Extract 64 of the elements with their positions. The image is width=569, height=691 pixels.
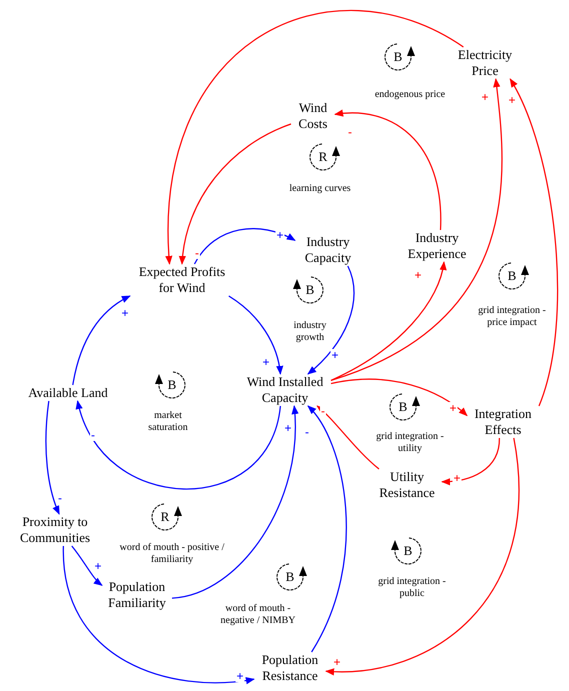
causal-link-arrow [72, 295, 131, 386]
causal-link-arrow [76, 400, 281, 490]
loop-type-letter: B [286, 570, 294, 584]
loop-name: grid integration - public [377, 576, 447, 600]
loop-name: grid integration - price impact [477, 305, 547, 329]
polarity-sign: + [262, 356, 270, 368]
loop-type-letter: B [398, 400, 408, 414]
causal-link-arrow [441, 438, 500, 486]
variable-label: Wind Costs [298, 100, 328, 131]
causal-link-arrow [325, 438, 520, 675]
causal-link-arrow [71, 546, 103, 586]
loop-type-letter: B [508, 269, 516, 283]
loop-name: industry growth [292, 320, 328, 344]
causal-link-arrow [172, 405, 298, 599]
variable-label: Industry Experience [408, 230, 466, 261]
loop-type-letter: B [404, 544, 412, 558]
variable-label: Population Resistance [262, 652, 318, 683]
variable-label: Proximity to Communities [20, 514, 90, 545]
polarity-sign: + [330, 349, 340, 361]
variable-label: Expected Profits for Wind [138, 264, 226, 295]
loop-type-letter: B [168, 378, 176, 392]
variable-label: Available Land [28, 385, 108, 400]
polarity-sign: + [452, 472, 462, 484]
causal-link-arrow [307, 266, 355, 375]
loop-type-letter: R [160, 510, 170, 524]
loop-name: endogenous price [374, 89, 446, 101]
loop-type-letter: R [318, 150, 328, 164]
causal-link-arrow [510, 78, 558, 406]
loop-type-letter: B [306, 283, 314, 297]
causal-link-arrow [166, 10, 464, 265]
variable-label: Utility Resistance [379, 469, 435, 500]
polarity-sign: + [508, 94, 516, 106]
loop-name: word of mouth - positive / familiarity [118, 542, 226, 566]
loop-name: grid integration - utility [375, 431, 445, 455]
loop-name: learning curves [288, 183, 352, 195]
polarity-sign: + [236, 670, 244, 682]
polarity-sign: + [414, 269, 422, 281]
polarity-sign: + [284, 422, 292, 434]
loop-type-letter: B [394, 50, 402, 64]
variable-label: Population Familiarity [108, 579, 166, 610]
causal-link-arrow [330, 78, 502, 381]
loop-name: market saturation [147, 410, 189, 434]
causal-link-arrow [330, 378, 468, 416]
polarity-sign: + [332, 656, 342, 668]
causal-link-arrow [62, 546, 255, 684]
polarity-sign: - [320, 405, 326, 417]
causal-link-arrow [45, 400, 60, 515]
loop-name: word of mouth - negative / NIMBY [220, 603, 296, 627]
polarity-sign: + [276, 229, 284, 241]
causal-link-arrow [194, 228, 296, 264]
variable-label: Wind Installed Capacity [246, 374, 324, 405]
causal-link-arrow [330, 261, 446, 381]
variable-label: Electricity Price [458, 47, 512, 78]
variable-label: Industry Capacity [304, 234, 352, 265]
polarity-sign: + [448, 402, 458, 414]
causal-link-arrow [316, 405, 380, 470]
variable-label: Integration Effects [474, 406, 532, 437]
causal-link-arrow [179, 123, 292, 265]
polarity-sign: + [94, 560, 102, 572]
causal-link-arrow [307, 405, 347, 652]
causal-link-arrow [228, 296, 283, 375]
causal-link-arrow [334, 110, 442, 230]
polarity-sign: + [480, 91, 490, 103]
polarity-sign: + [120, 307, 130, 319]
